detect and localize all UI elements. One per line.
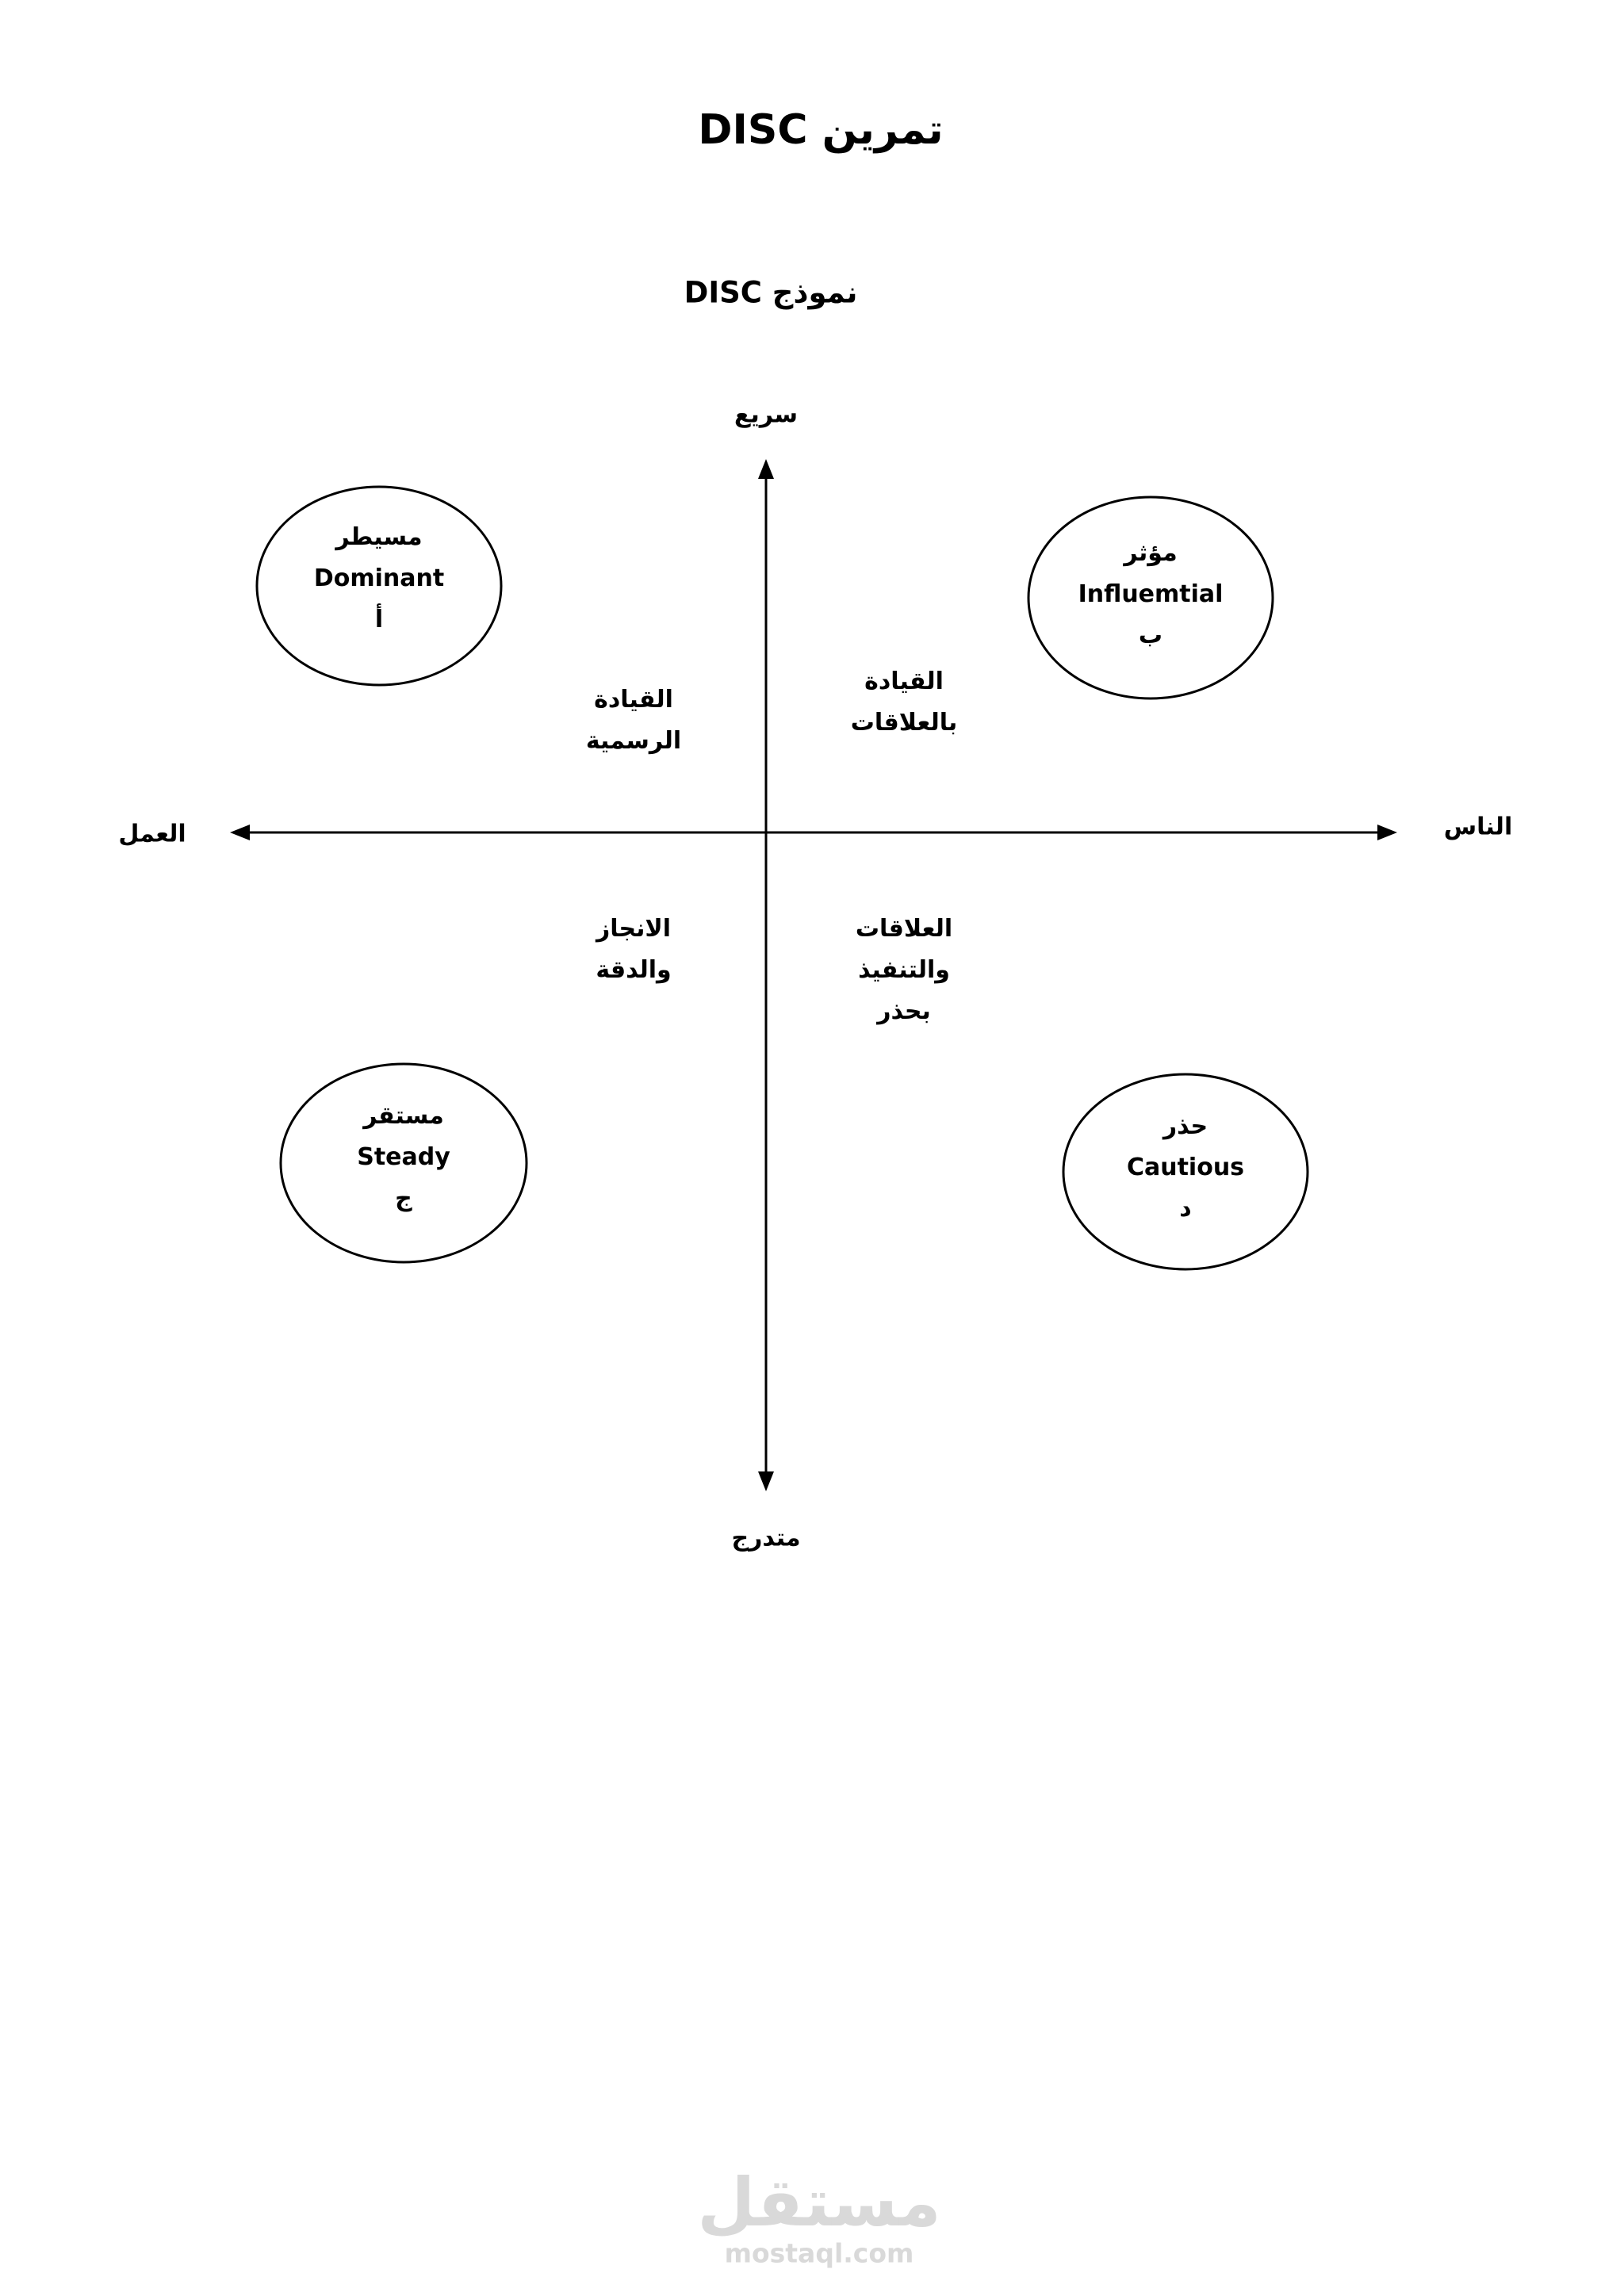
quadrant-bottom-left-label: الانجاز والدقة: [596, 909, 671, 991]
quadrant-line: القيادة: [594, 686, 673, 714]
axis-label-top: سريع: [734, 400, 798, 429]
type-english-name: Cautious: [1126, 1154, 1245, 1181]
diagram-title: نموذج DISC: [684, 275, 858, 310]
quadrant-bottom-right-label: العلاقات والتنفيذ بحذر: [856, 909, 952, 1032]
type-letter: ب: [1138, 622, 1163, 649]
type-arabic-name: مسيطر: [335, 523, 423, 551]
vertical-axis-bottom-arrowhead: [758, 1471, 774, 1491]
quadrant-line: الرسمية: [585, 727, 682, 755]
type-cautious: حذر Cautious د: [1127, 1106, 1244, 1230]
influential-ellipse: [1027, 496, 1274, 700]
quadrant-line: القيادة: [864, 668, 944, 695]
quadrant-line: الانجاز: [596, 915, 672, 943]
horizontal-axis-right-arrowhead: [1377, 825, 1397, 840]
watermark-logo: مستقل: [697, 2164, 941, 2241]
type-english-name: Steady: [357, 1143, 450, 1171]
type-letter: أ: [374, 606, 384, 633]
type-arabic-name: حذر: [1162, 1112, 1208, 1140]
vertical-axis-top-arrowhead: [758, 459, 774, 479]
quadrant-line: بحذر: [877, 997, 931, 1025]
quadrant-top-left-label: القيادة الرسمية: [586, 679, 681, 762]
quadrant-line: والتنفيذ: [858, 956, 950, 984]
axis-label-left: العمل: [118, 820, 186, 848]
quadrant-line: بالعلاقات: [850, 709, 958, 737]
axis-label-right: الناس: [1443, 813, 1513, 841]
type-english-name: Influemtial: [1078, 580, 1224, 608]
steady-ellipse: [279, 1062, 528, 1264]
type-arabic-name: مؤثر: [1124, 539, 1178, 567]
watermark-url: mostaql.com: [724, 2237, 914, 2269]
cautious-ellipse: [1062, 1073, 1309, 1271]
type-arabic-name: مستقر: [363, 1102, 444, 1130]
type-influential: مؤثر Influemtial ب: [1078, 533, 1224, 656]
axis-label-bottom: متدرج: [731, 1524, 801, 1552]
page-title: تمرين DISC: [698, 106, 944, 154]
quadrant-line: العلاقات: [855, 915, 953, 943]
horizontal-axis-left-arrowhead: [230, 825, 250, 840]
type-letter: د: [1179, 1195, 1192, 1223]
quadrant-top-right-label: القيادة بالعلاقات: [851, 661, 958, 744]
type-english-name: Dominant: [313, 564, 445, 592]
dominant-ellipse: [255, 485, 503, 687]
quadrant-line: والدقة: [596, 956, 672, 984]
type-letter: ج: [395, 1184, 412, 1212]
type-steady: مستقر Steady ج: [357, 1096, 450, 1219]
type-dominant: مسيطر Dominant أ: [314, 517, 444, 641]
